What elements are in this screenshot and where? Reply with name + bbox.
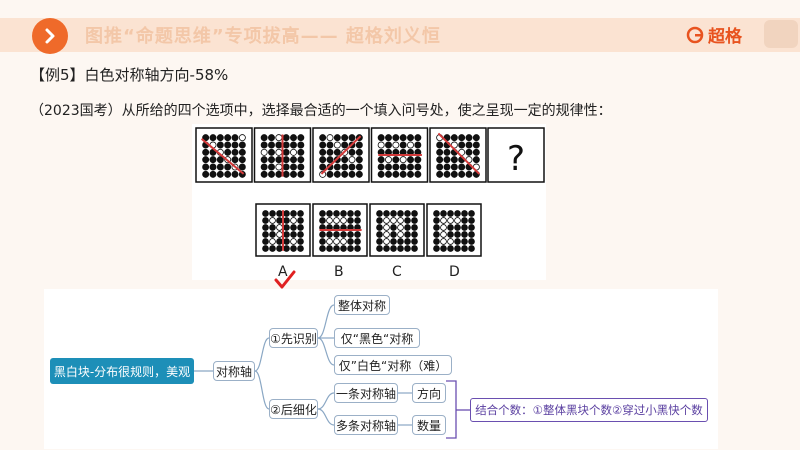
brand-logo: 超格	[686, 22, 742, 47]
mindmap-node-refine[interactable]: ②后细化	[269, 399, 318, 419]
brand-name: 超格	[708, 27, 742, 47]
next-button[interactable]	[32, 18, 68, 54]
option-figure-d	[426, 203, 482, 257]
mindmap-node-whole-symmetry[interactable]: 整体对称	[334, 295, 390, 315]
mindmap-node-single-axis[interactable]: 一条对称轴	[334, 383, 398, 403]
mindmap-summary-note: 结合个数：①整体黑块个数②穿过小黑快个数	[470, 398, 708, 422]
option-label-b[interactable]: B	[334, 264, 344, 280]
puzzle-cell-4	[370, 127, 429, 183]
option-label-d[interactable]: D	[449, 264, 460, 280]
mindmap-node-direction[interactable]: 方向	[412, 383, 446, 403]
answer-check-icon	[274, 270, 296, 289]
mindmap-node-quantity[interactable]: 数量	[412, 415, 446, 435]
slide-title: 图推“命题思维”专项拔高—— 超格刘义恒	[85, 26, 441, 47]
brand-g-icon	[686, 26, 704, 43]
mindmap-node-white-symmetry[interactable]: 仅”白色“对称（难）	[334, 355, 452, 375]
example-title: 【例5】白色对称轴方向-58%	[30, 66, 229, 84]
question-text: （2023国考）从所给的四个选项中，选择最合适的一个填入问号处，使之呈现一定的规…	[30, 103, 612, 119]
mindmap-node-identify[interactable]: ①先识别	[269, 328, 318, 348]
option-label-c[interactable]: C	[392, 264, 402, 280]
option-figure-c	[369, 203, 425, 257]
mindmap-node-black-symmetry[interactable]: 仅“黑色“对称	[334, 328, 420, 348]
mindmap-node-axis[interactable]: 对称轴	[213, 361, 255, 381]
option-label-a[interactable]: A	[278, 264, 288, 280]
header-bar	[0, 18, 800, 52]
puzzle-question-cell: ?	[487, 127, 545, 183]
puzzle-figure: ? A B C D	[192, 124, 546, 280]
mindmap-root-node[interactable]: 黑白块-分布很规则，美观	[50, 358, 194, 384]
chevron-right-icon	[45, 28, 55, 44]
puzzle-cell-2	[253, 127, 312, 183]
puzzle-cell-3	[312, 127, 370, 183]
puzzle-cell-5	[429, 127, 487, 183]
menu-button[interactable]	[764, 20, 798, 48]
puzzle-svg: ?	[195, 127, 545, 257]
mindmap-node-multi-axis[interactable]: 多条对称轴	[334, 415, 398, 435]
option-figure-a	[255, 203, 311, 257]
option-figure-b	[312, 203, 368, 257]
puzzle-cell-1	[195, 127, 253, 183]
svg-text:?: ?	[507, 139, 525, 179]
